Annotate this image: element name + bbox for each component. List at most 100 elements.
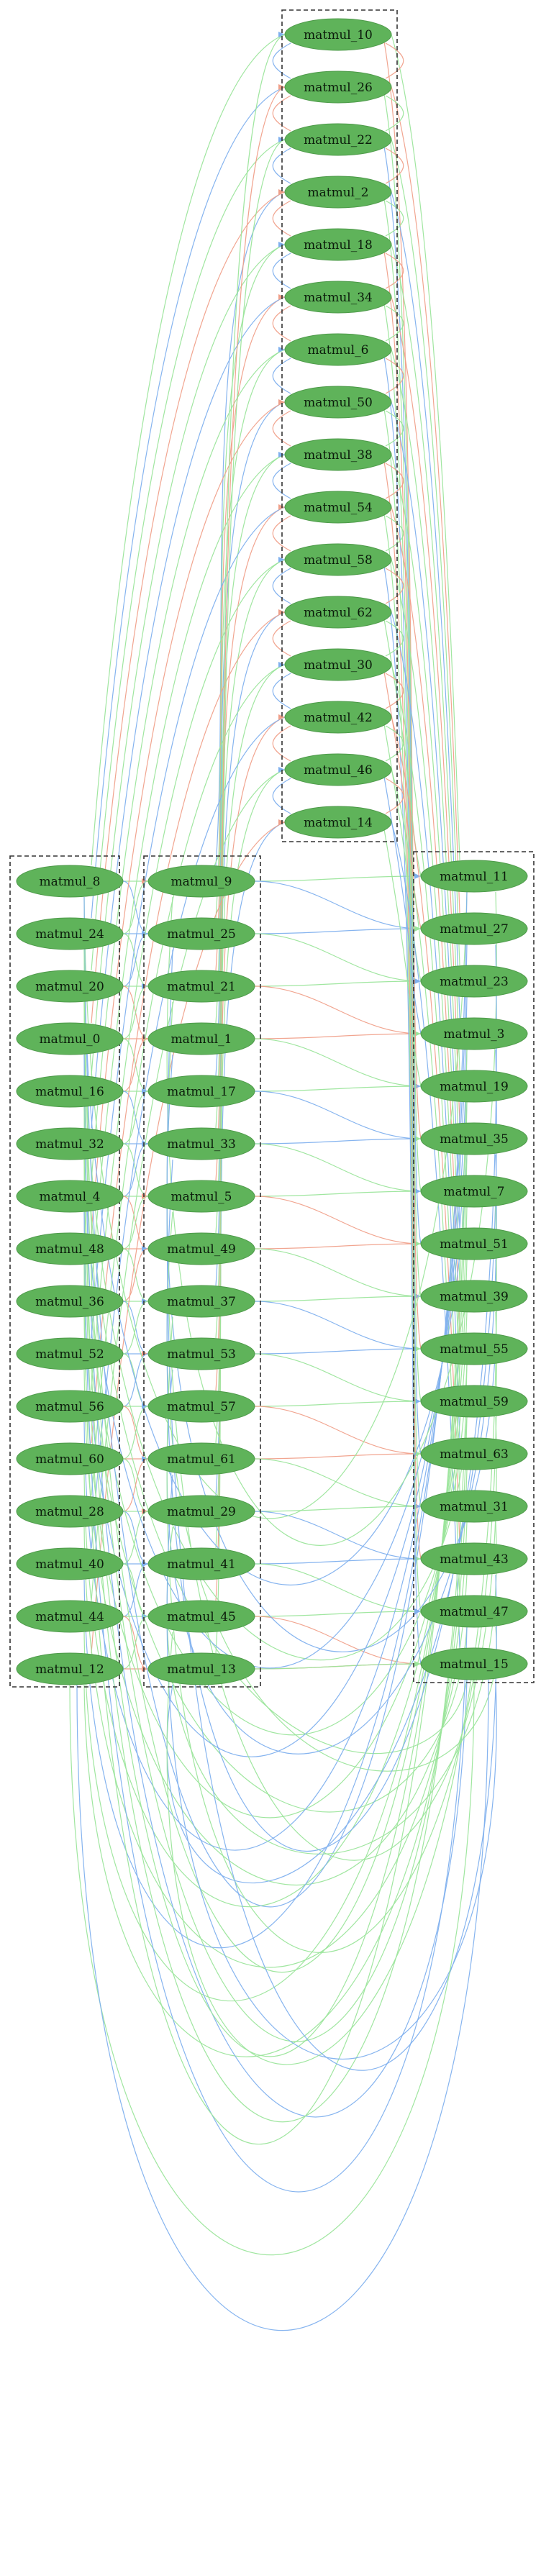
node-matmul_31[interactable]: matmul_31 [420, 1490, 528, 1523]
node-matmul_17[interactable]: matmul_17 [147, 1075, 255, 1108]
node-matmul_59[interactable]: matmul_59 [420, 1385, 528, 1418]
node-matmul_30[interactable]: matmul_30 [284, 648, 392, 681]
node-matmul_8[interactable]: matmul_8 [16, 865, 124, 898]
node-matmul_27[interactable]: matmul_27 [420, 912, 528, 945]
node-matmul_7[interactable]: matmul_7 [420, 1175, 528, 1208]
node-matmul_32[interactable]: matmul_32 [16, 1127, 124, 1160]
node-matmul_16[interactable]: matmul_16 [16, 1075, 124, 1108]
node-ellipse [420, 1595, 528, 1628]
node-matmul_6[interactable]: matmul_6 [284, 333, 392, 366]
node-matmul_60[interactable]: matmul_60 [16, 1442, 124, 1475]
node-label: matmul_8 [40, 875, 101, 889]
node-matmul_33[interactable]: matmul_33 [147, 1127, 255, 1160]
node-matmul_25[interactable]: matmul_25 [147, 917, 255, 950]
node-label: matmul_61 [167, 1452, 236, 1467]
node-matmul_51[interactable]: matmul_51 [420, 1227, 528, 1260]
node-matmul_2[interactable]: matmul_2 [284, 176, 392, 209]
node-matmul_15[interactable]: matmul_15 [420, 1647, 528, 1680]
node-matmul_11[interactable]: matmul_11 [420, 860, 528, 893]
node-label: matmul_32 [35, 1137, 104, 1152]
node-matmul_3[interactable]: matmul_3 [420, 1017, 528, 1050]
node-ellipse [284, 70, 392, 104]
node-matmul_23[interactable]: matmul_23 [420, 965, 528, 998]
node-matmul_4[interactable]: matmul_4 [16, 1180, 124, 1213]
node-matmul_41[interactable]: matmul_41 [147, 1547, 255, 1580]
node-label: matmul_23 [440, 975, 509, 989]
node-label: matmul_42 [304, 711, 373, 725]
node-label: matmul_6 [308, 343, 369, 358]
edge [385, 305, 404, 342]
node-matmul_46[interactable]: matmul_46 [284, 753, 392, 786]
node-ellipse [284, 596, 392, 629]
edge [254, 928, 422, 934]
node-matmul_58[interactable]: matmul_58 [284, 543, 392, 576]
node-matmul_52[interactable]: matmul_52 [16, 1337, 124, 1370]
node-matmul_28[interactable]: matmul_28 [16, 1495, 124, 1528]
node-matmul_49[interactable]: matmul_49 [147, 1232, 255, 1265]
node-matmul_36[interactable]: matmul_36 [16, 1285, 124, 1318]
node-matmul_12[interactable]: matmul_12 [16, 1652, 124, 1685]
node-matmul_39[interactable]: matmul_39 [420, 1280, 528, 1313]
edge-arrowhead [414, 978, 421, 984]
node-matmul_13[interactable]: matmul_13 [147, 1652, 255, 1685]
node-matmul_47[interactable]: matmul_47 [420, 1595, 528, 1628]
node-ellipse [147, 1600, 255, 1633]
node-matmul_54[interactable]: matmul_54 [284, 491, 392, 524]
edge-arrowhead [414, 1241, 421, 1247]
node-ellipse [284, 176, 392, 209]
node-matmul_56[interactable]: matmul_56 [16, 1390, 124, 1423]
node-matmul_53[interactable]: matmul_53 [147, 1337, 255, 1370]
node-matmul_5[interactable]: matmul_5 [147, 1180, 255, 1213]
node-matmul_43[interactable]: matmul_43 [420, 1542, 528, 1575]
edge [391, 139, 460, 966]
edge [272, 42, 291, 79]
node-matmul_55[interactable]: matmul_55 [420, 1332, 528, 1365]
edge [385, 568, 404, 604]
edge-arrowhead [414, 1136, 421, 1142]
node-ellipse [147, 865, 255, 898]
cluster-left [9, 855, 120, 1688]
edge [272, 620, 291, 657]
node-matmul_18[interactable]: matmul_18 [284, 228, 392, 261]
node-label: matmul_59 [440, 1395, 509, 1409]
node-matmul_35[interactable]: matmul_35 [420, 1122, 528, 1155]
node-matmul_9[interactable]: matmul_9 [147, 865, 255, 898]
node-matmul_1[interactable]: matmul_1 [147, 1022, 255, 1055]
node-matmul_26[interactable]: matmul_26 [284, 70, 392, 104]
node-matmul_45[interactable]: matmul_45 [147, 1600, 255, 1633]
edge-arrowhead [278, 189, 285, 195]
node-matmul_24[interactable]: matmul_24 [16, 917, 124, 950]
node-ellipse [16, 1075, 124, 1108]
node-matmul_0[interactable]: matmul_0 [16, 1022, 124, 1055]
node-label: matmul_3 [444, 1027, 505, 1042]
edge [391, 559, 460, 1386]
node-matmul_19[interactable]: matmul_19 [420, 1070, 528, 1103]
node-matmul_63[interactable]: matmul_63 [420, 1437, 528, 1470]
node-label: matmul_45 [167, 1610, 236, 1624]
node-matmul_61[interactable]: matmul_61 [147, 1442, 255, 1475]
node-matmul_50[interactable]: matmul_50 [284, 386, 392, 419]
edge [385, 463, 404, 499]
edge [91, 34, 286, 866]
node-matmul_37[interactable]: matmul_37 [147, 1285, 255, 1318]
node-matmul_21[interactable]: matmul_21 [147, 970, 255, 1003]
node-matmul_29[interactable]: matmul_29 [147, 1495, 255, 1528]
edge-arrowhead [278, 714, 285, 720]
node-matmul_57[interactable]: matmul_57 [147, 1390, 255, 1423]
edge [83, 949, 468, 1973]
node-matmul_34[interactable]: matmul_34 [284, 281, 392, 314]
node-label: matmul_53 [167, 1347, 236, 1362]
node-matmul_20[interactable]: matmul_20 [16, 970, 124, 1003]
node-matmul_22[interactable]: matmul_22 [284, 123, 392, 156]
node-matmul_48[interactable]: matmul_48 [16, 1232, 124, 1265]
node-matmul_14[interactable]: matmul_14 [284, 806, 392, 839]
node-matmul_40[interactable]: matmul_40 [16, 1547, 124, 1580]
node-label: matmul_49 [167, 1242, 236, 1257]
node-matmul_44[interactable]: matmul_44 [16, 1600, 124, 1633]
node-matmul_10[interactable]: matmul_10 [284, 18, 392, 51]
node-matmul_38[interactable]: matmul_38 [284, 438, 392, 471]
node-ellipse [16, 1442, 124, 1475]
node-matmul_42[interactable]: matmul_42 [284, 701, 392, 734]
edge [91, 139, 286, 971]
node-matmul_62[interactable]: matmul_62 [284, 596, 392, 629]
